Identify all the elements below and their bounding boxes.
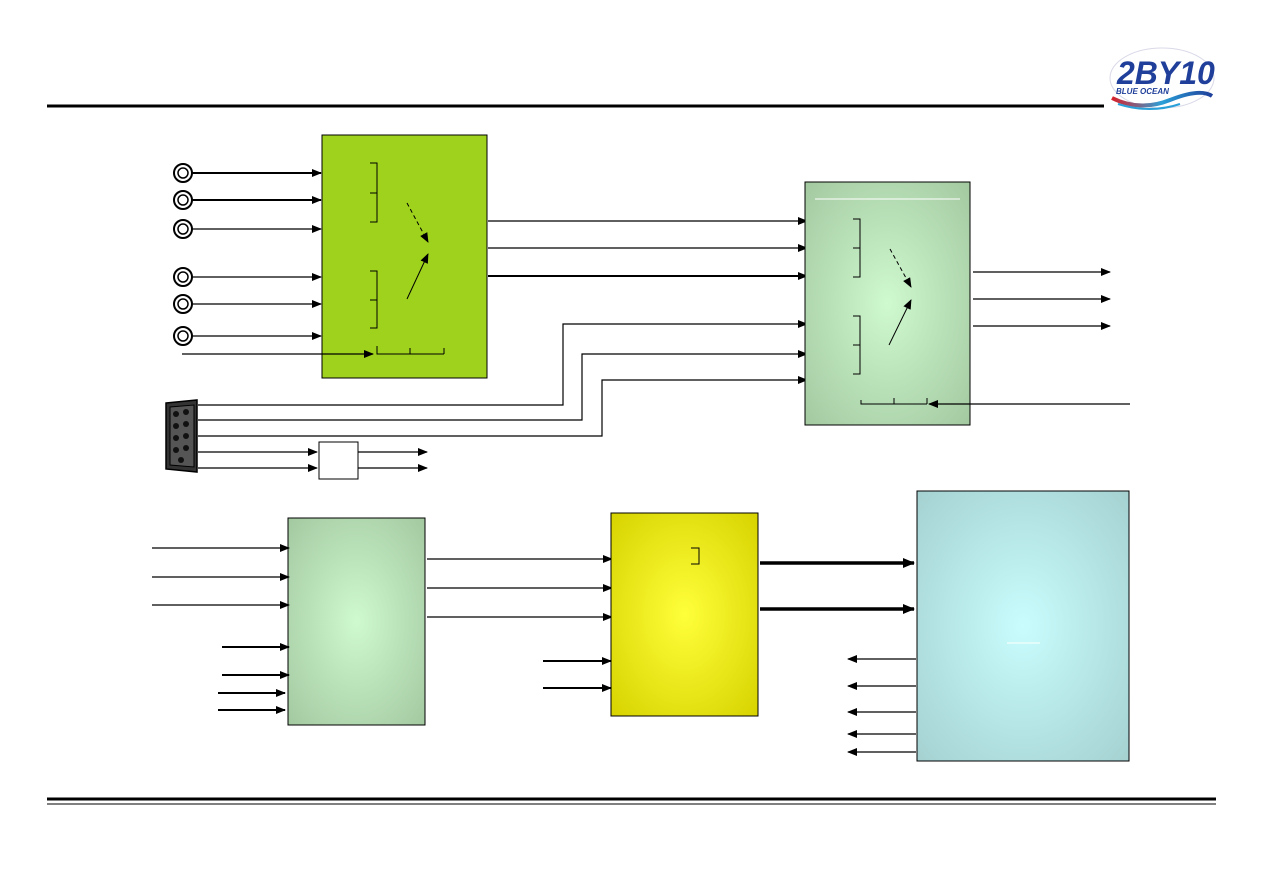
logo-main-text: 2BY10 <box>1116 55 1215 91</box>
decoder-block <box>287 517 426 726</box>
jack-icon <box>173 163 193 183</box>
logo-sub-text: BLUE OCEAN <box>1116 87 1169 96</box>
scaler-output-lines <box>760 558 915 614</box>
scaler-input-lines <box>543 657 612 692</box>
input-switch-block <box>321 134 488 379</box>
jack-icon <box>173 294 193 314</box>
vga-connector-icon <box>165 399 198 473</box>
av-input-jacks <box>173 163 193 346</box>
switch2-output-lines <box>928 268 1130 408</box>
jack-icon <box>173 326 193 346</box>
jack-icon <box>173 267 193 287</box>
scaler-block <box>610 512 759 717</box>
jack-icon <box>173 219 193 239</box>
switch1-internals <box>370 162 445 355</box>
jack-icon <box>173 190 193 210</box>
decoder-output-lines <box>427 555 613 621</box>
vga-lines <box>198 320 808 472</box>
scaler-bracket <box>691 547 700 565</box>
switch1-output-lines <box>488 217 808 280</box>
sync-buffer-block <box>318 441 359 480</box>
video-switch-block <box>804 181 971 426</box>
decoder-input-lines <box>152 544 290 714</box>
switch1-input-lines <box>182 169 374 358</box>
panel-output-lines <box>847 655 916 756</box>
panel-block <box>916 490 1130 762</box>
switch2-internals <box>853 218 928 405</box>
company-logo: 2BY10 BLUE OCEAN <box>1109 47 1215 110</box>
